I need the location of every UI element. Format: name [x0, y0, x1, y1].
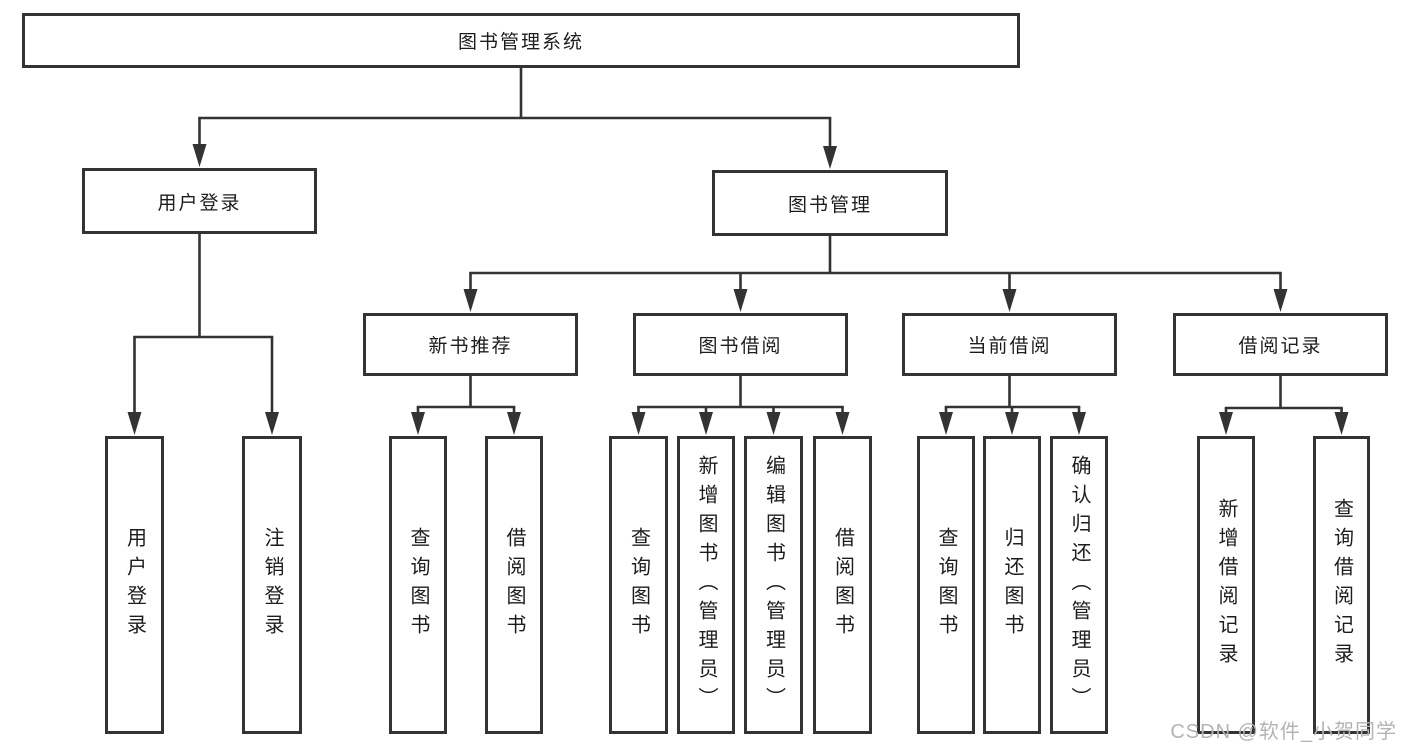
- node-leaf-query-book-3: 查询图书: [917, 436, 975, 734]
- node-leaf-query-book-1-label: 查询图书: [407, 527, 429, 643]
- node-user-login-label: 用户登录: [157, 192, 242, 214]
- node-leaf-query-book-2: 查询图书: [609, 436, 668, 734]
- node-book-borrow: 图书借阅: [633, 313, 848, 376]
- node-borrow-records-label: 借阅记录: [1238, 336, 1323, 357]
- node-leaf-add-borrow-record-label: 新增借阅记录: [1215, 498, 1237, 672]
- node-leaf-borrow-book-1: 借阅图书: [485, 436, 543, 734]
- node-current-borrow: 当前借阅: [902, 313, 1117, 376]
- node-leaf-edit-book: 编辑图书（管理员）: [744, 436, 803, 734]
- node-leaf-user-login: 用户登录: [105, 436, 164, 734]
- node-user-login: 用户登录: [82, 168, 317, 234]
- node-leaf-query-borrow-record: 查询借阅记录: [1313, 436, 1370, 734]
- node-leaf-add-book-label: 新增图书（管理员）: [695, 454, 717, 716]
- node-leaf-logout: 注销登录: [242, 436, 302, 734]
- node-leaf-add-book: 新增图书（管理员）: [677, 436, 735, 734]
- node-book-mgmt: 图书管理: [712, 170, 948, 236]
- node-leaf-borrow-book-1-label: 借阅图书: [503, 527, 525, 643]
- node-leaf-logout-label: 注销登录: [261, 527, 283, 643]
- node-root-label: 图书管理系统: [457, 32, 584, 53]
- watermark: CSDN @软件_小贺同学: [1170, 721, 1397, 743]
- node-current-borrow-label: 当前借阅: [967, 336, 1052, 357]
- node-leaf-edit-book-label: 编辑图书（管理员）: [762, 454, 785, 716]
- node-leaf-return-book: 归还图书: [983, 436, 1041, 734]
- node-book-borrow-label: 图书借阅: [698, 336, 783, 357]
- node-leaf-query-book-2-label: 查询图书: [627, 527, 650, 643]
- node-leaf-borrow-book-2: 借阅图书: [813, 436, 872, 734]
- node-book-mgmt-label: 图书管理: [787, 194, 872, 216]
- node-leaf-query-book-1: 查询图书: [389, 436, 447, 734]
- node-leaf-add-borrow-record: 新增借阅记录: [1197, 436, 1255, 734]
- node-new-book-rec-label: 新书推荐: [428, 336, 513, 357]
- node-leaf-query-book-3-label: 查询图书: [935, 527, 957, 643]
- node-leaf-user-login-label: 用户登录: [123, 527, 146, 643]
- node-leaf-confirm-return-label: 确认归还（管理员）: [1068, 454, 1090, 716]
- node-leaf-return-book-label: 归还图书: [1001, 527, 1023, 643]
- node-root: 图书管理系统: [22, 13, 1020, 68]
- node-leaf-borrow-book-2-label: 借阅图书: [831, 527, 854, 643]
- node-leaf-query-borrow-record-label: 查询借阅记录: [1330, 498, 1353, 672]
- node-new-book-rec: 新书推荐: [363, 313, 578, 376]
- node-leaf-confirm-return: 确认归还（管理员）: [1050, 436, 1108, 734]
- node-borrow-records: 借阅记录: [1173, 313, 1388, 376]
